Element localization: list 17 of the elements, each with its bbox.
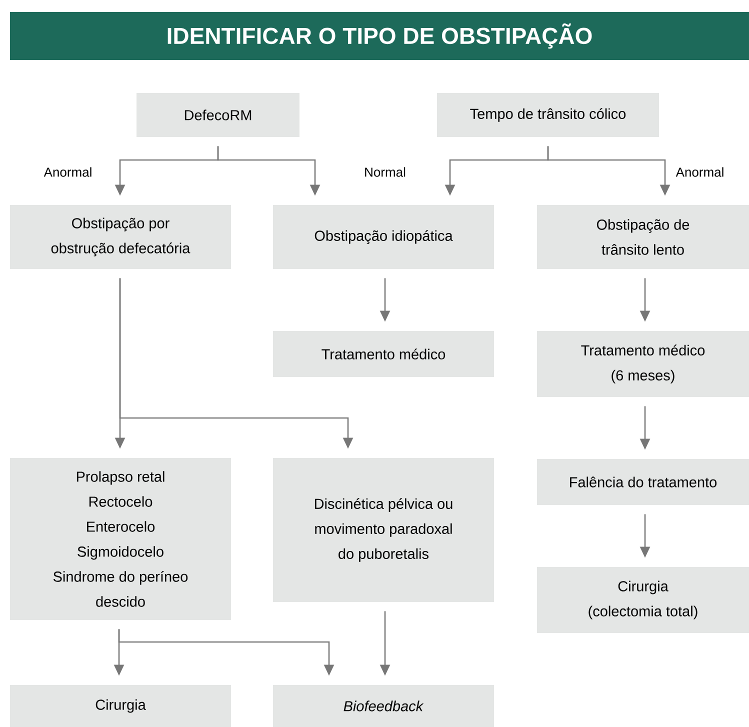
- process-box: Falência do tratamento: [537, 459, 749, 505]
- process-box: Obstipação por obstrução defecatória: [10, 205, 231, 269]
- process-box: DefecoRM: [136, 93, 300, 137]
- edge-label: Normal: [365, 167, 406, 177]
- process-box: Cirurgia: [10, 685, 231, 727]
- process-box: Discinética pélvica ou movimento paradoxal do puboretalis: [273, 458, 494, 602]
- process-box: Tempo de trânsito cólico: [437, 93, 659, 137]
- edge-label: Anormal: [44, 167, 92, 177]
- title-banner: IDENTIFICAR O TIPO DE OBSTIPAÇÃO: [10, 12, 749, 60]
- process-box: Obstipação idiopática: [273, 205, 494, 269]
- edge-label: Anormal: [676, 167, 724, 177]
- process-box: Prolapso retal Rectocelo Enterocelo Sigmoidocelo Sindrome do períneo descido: [10, 458, 231, 620]
- process-box: Tratamento médico (6 meses): [537, 331, 749, 397]
- process-box: Biofeedback: [273, 685, 494, 727]
- process-box: Obstipação de trânsito lento: [537, 205, 749, 269]
- process-box: Cirurgia (colectomia total): [537, 567, 749, 633]
- process-box: Tratamento médico: [273, 331, 494, 377]
